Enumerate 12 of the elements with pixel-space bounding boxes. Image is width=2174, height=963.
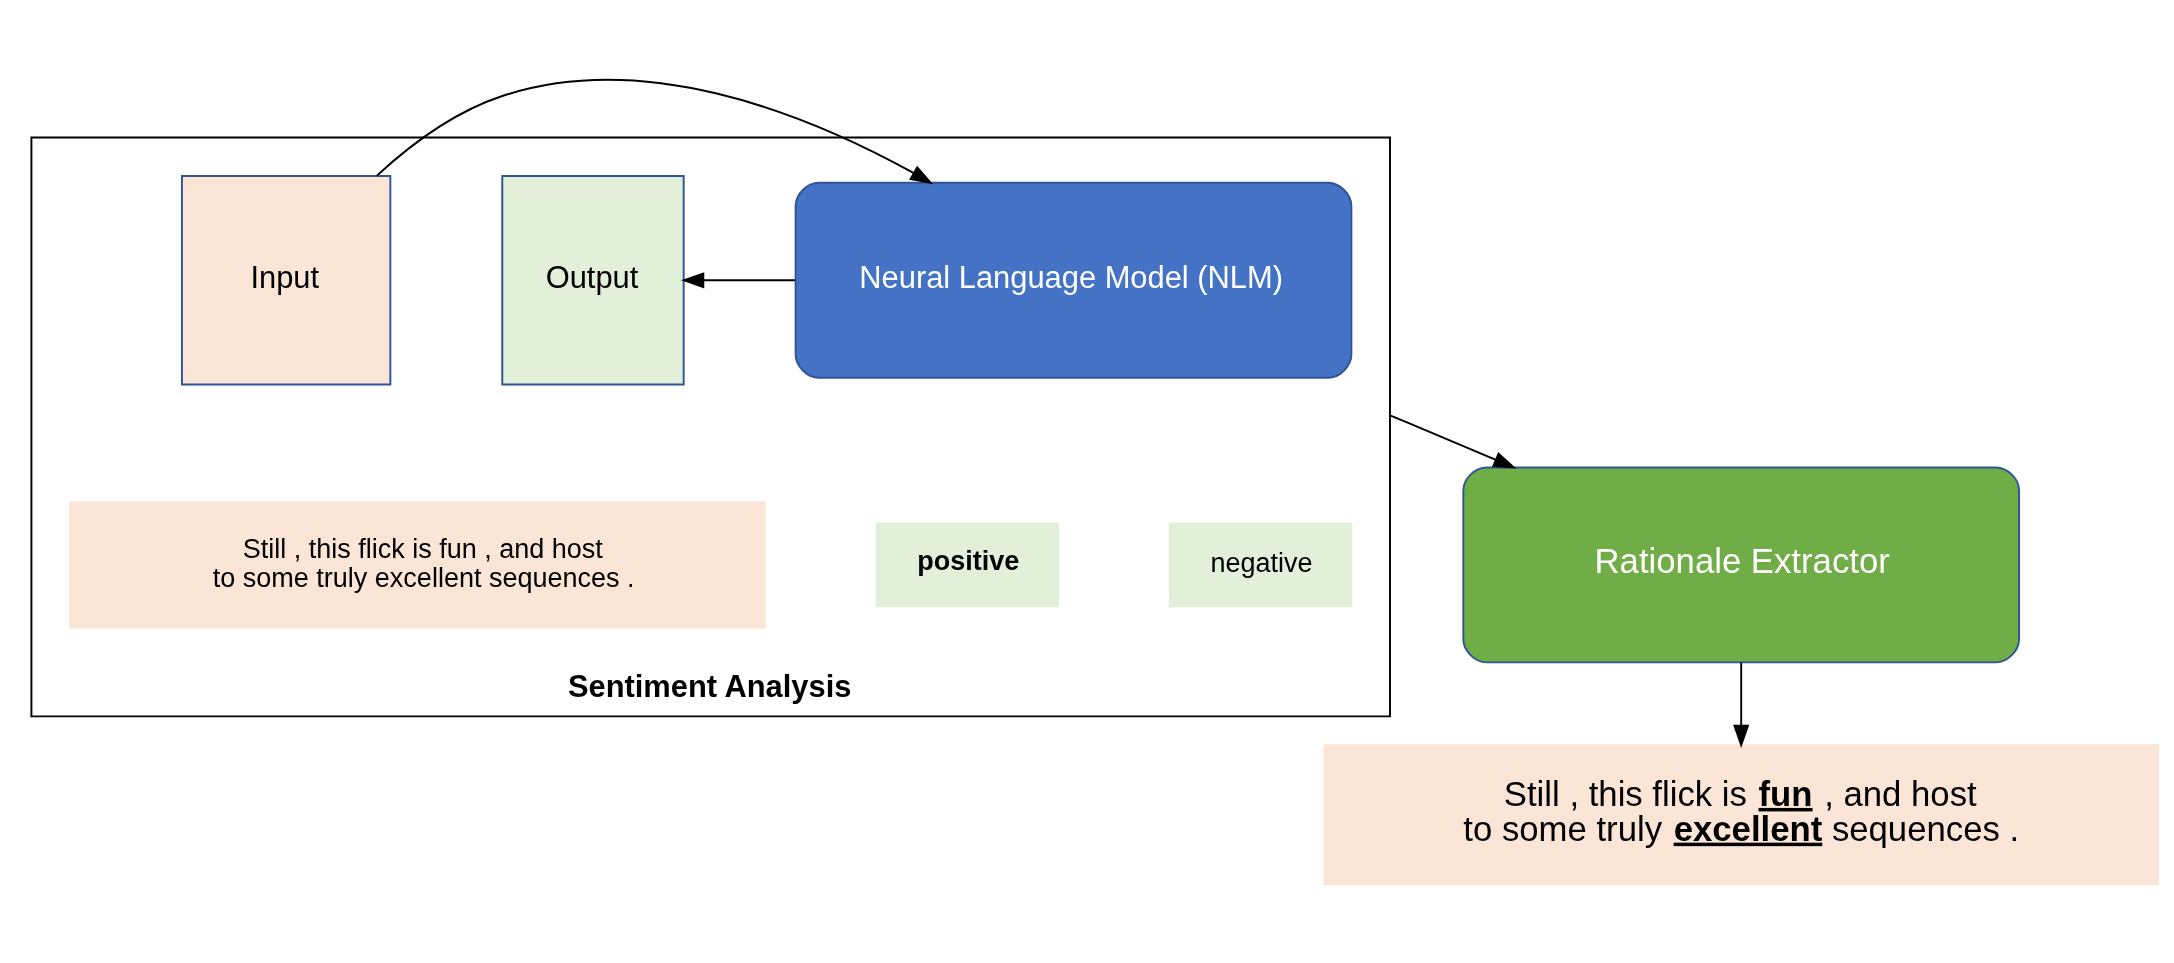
- node-box: Still , this flick is fun , and host to some truly excellent sequences .: [1323, 743, 2159, 885]
- node-box: Still , this flick is fun , and host to some truly excellent sequences .: [69, 500, 766, 629]
- node-box: Neural Language Model (NLM): [794, 181, 1353, 379]
- node-box: negative: [1169, 521, 1353, 607]
- arrow: [1733, 661, 1750, 748]
- node-box: Output: [501, 174, 685, 385]
- arrow: [1389, 413, 1517, 468]
- arrow: [681, 271, 797, 288]
- node-box: Input: [180, 174, 392, 385]
- node-box: positive: [875, 521, 1059, 607]
- arrow: [375, 78, 934, 184]
- node-box: Rationale Extractor: [1462, 466, 2021, 663]
